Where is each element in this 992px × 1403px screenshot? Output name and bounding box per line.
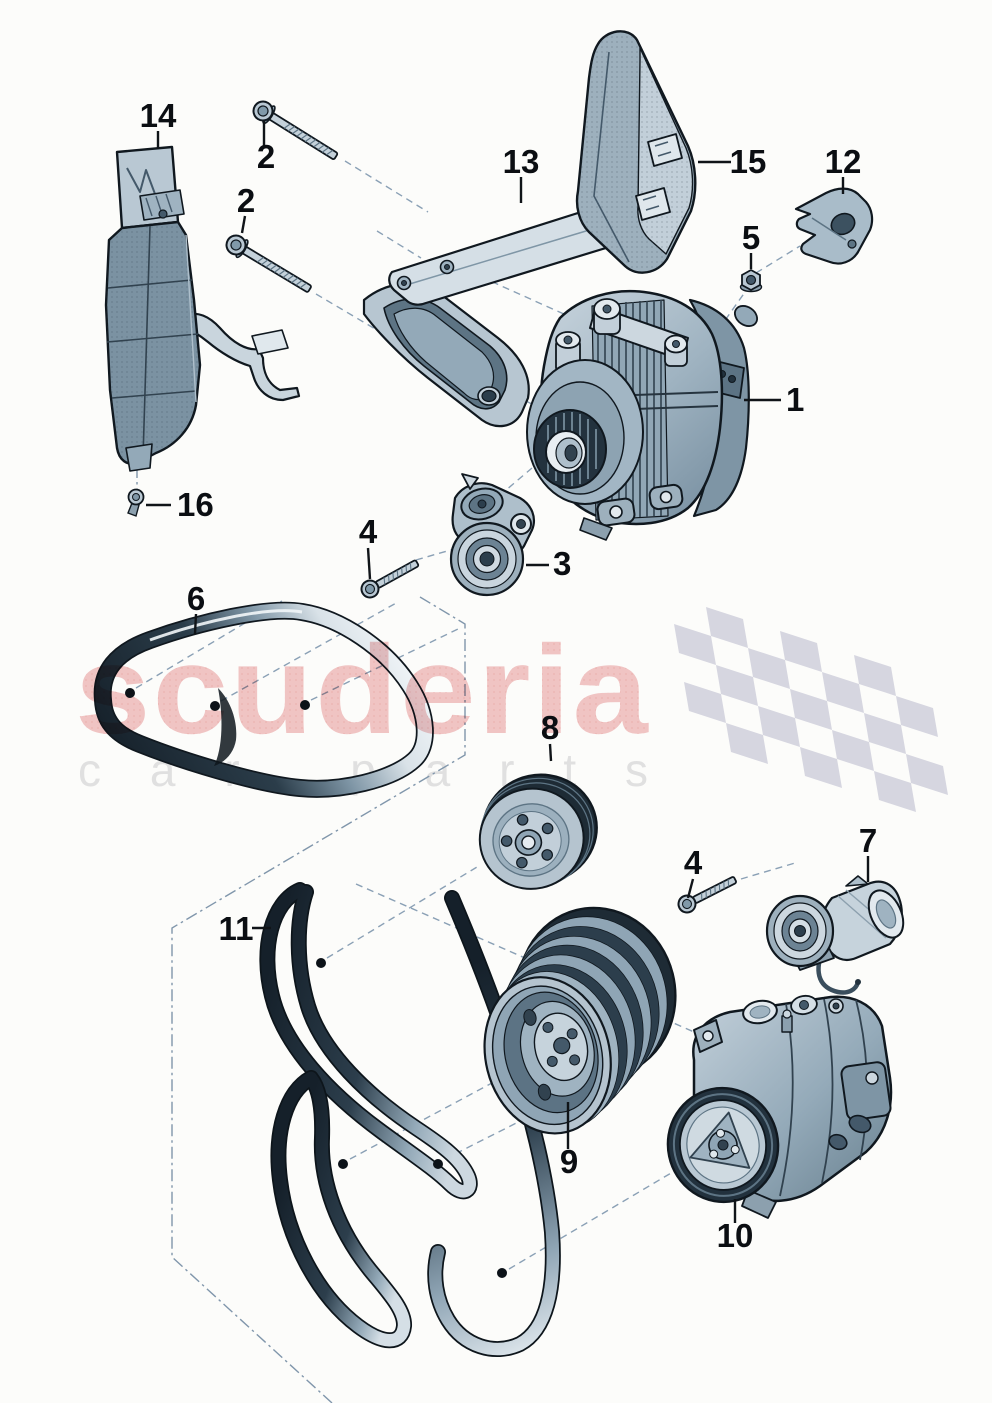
callout-16: 16: [177, 486, 214, 523]
flag-cell: [748, 648, 790, 689]
flag-cell: [674, 624, 716, 665]
part-1-alternator: [526, 289, 759, 541]
callout-8-leader: [548, 743, 553, 762]
part-16-screw: [127, 488, 145, 517]
part-5-nut: [739, 268, 763, 293]
belt11-dot: [497, 1268, 507, 1278]
callout-9: 9: [560, 1143, 578, 1180]
callout-13: 13: [503, 143, 540, 180]
belt-position-dots: [125, 688, 507, 1278]
callout-5: 5: [742, 219, 760, 256]
flag-cell: [822, 672, 864, 713]
watermark-brand-texture: scuderia: [75, 619, 650, 760]
part-4-bolt-lower: [677, 876, 737, 914]
callout-2: 2: [237, 182, 255, 219]
flag-cell: [854, 655, 896, 696]
part-3-tensioner: [449, 473, 536, 597]
part-8-pulley: [478, 773, 598, 890]
part-2-bolt-lower: [225, 234, 312, 293]
callout-11: 11: [219, 910, 254, 947]
part-15-cover: [575, 30, 697, 274]
flag-cell: [832, 730, 874, 771]
callout-15: 15: [730, 143, 767, 180]
callout-2: 2: [257, 138, 275, 175]
flag-cell: [726, 723, 768, 764]
callout-3: 3: [553, 545, 571, 582]
brand-watermark: scuderia scuderia: [75, 619, 650, 760]
part-14-shield: [104, 145, 301, 472]
flag-cell: [706, 607, 748, 648]
callout-4: 4: [359, 513, 378, 550]
flag-cell: [906, 754, 948, 795]
part-7-tensioner: [765, 875, 905, 995]
part-4-bolt-upper: [360, 559, 420, 599]
callout-14: 14: [140, 97, 177, 134]
callout-4-leader: [366, 547, 372, 580]
part-11-belt: [259, 882, 561, 1358]
part-13-bracket: [362, 203, 641, 428]
callout-10: 10: [717, 1217, 754, 1254]
belt6-dot: [210, 701, 220, 711]
belt11-dot: [338, 1159, 348, 1169]
belt6-dot: [300, 700, 310, 710]
part-12-clamp: [794, 187, 874, 265]
belt11-dot: [316, 958, 326, 968]
part-10-compressor: [666, 994, 893, 1219]
callout-6-leader: [193, 613, 198, 635]
callout-2-leader: [240, 215, 247, 234]
belt6-dot: [125, 688, 135, 698]
flag-cell: [758, 706, 800, 747]
flag-cell: [874, 771, 916, 812]
flag-cell: [790, 689, 832, 730]
flag-cell: [684, 682, 726, 723]
callout-4-leader: [686, 878, 695, 899]
watermark-brand: scuderia: [75, 619, 650, 760]
callout-1: 1: [786, 381, 804, 418]
callout-6: 6: [187, 580, 205, 617]
callout-12: 12: [825, 143, 862, 180]
callout-7: 7: [859, 822, 877, 859]
callout-8: 8: [541, 709, 559, 746]
flag-cell: [780, 631, 822, 672]
flag-cell: [896, 696, 938, 737]
flag-cell: [800, 747, 842, 788]
part-6-belt: [93, 601, 434, 798]
callout-4: 4: [684, 844, 703, 881]
flag-cell: [716, 665, 758, 706]
flag-cell: [864, 713, 906, 754]
belt11-dot: [433, 1159, 443, 1169]
part-2-bolt-upper: [252, 100, 339, 160]
checkered-flag-watermark: [674, 607, 948, 812]
part-9-damper-pulley: [483, 906, 677, 1135]
